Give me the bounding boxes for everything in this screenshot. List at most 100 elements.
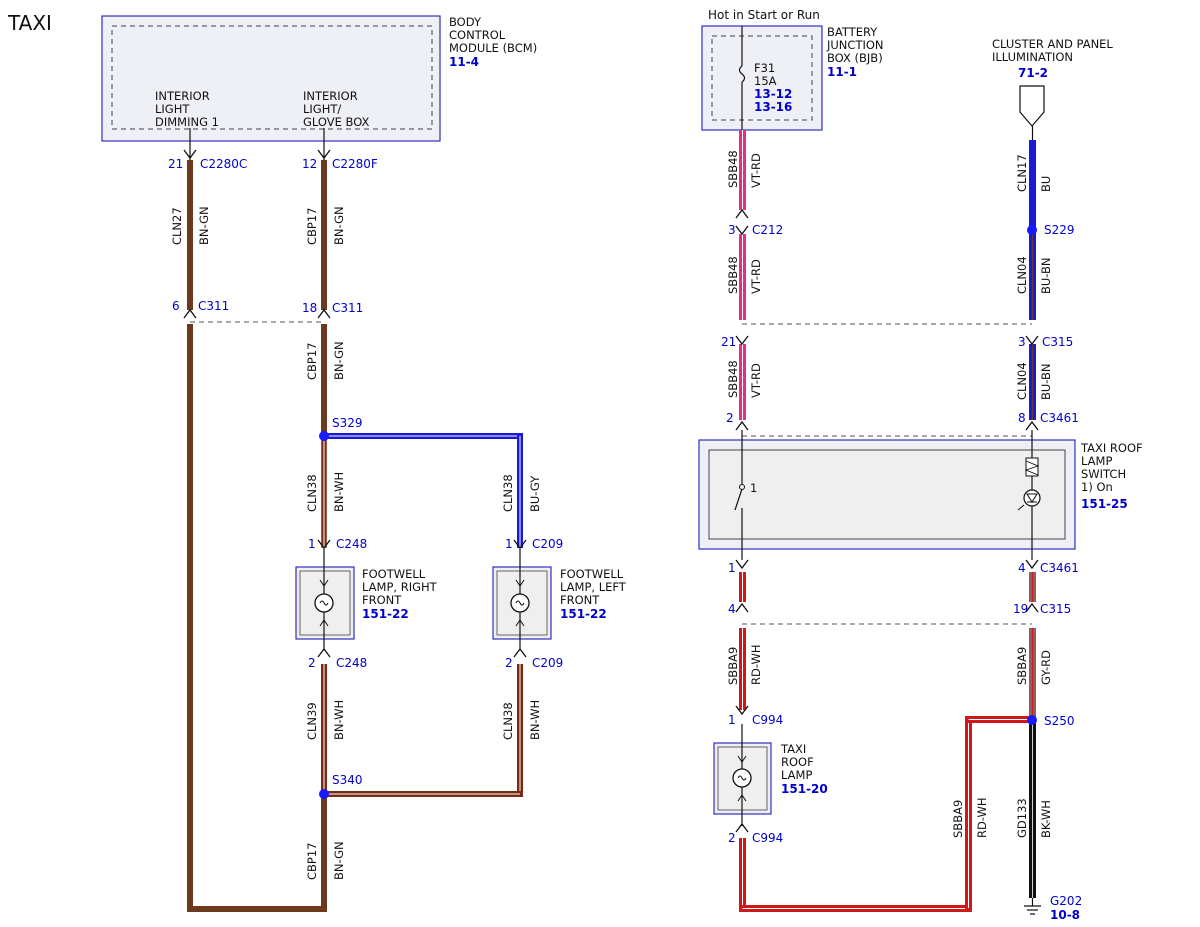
fw-left-label-3: FRONT [560, 593, 600, 607]
wire-label-w6-circuit: CLN39 [305, 702, 319, 740]
wire-label-w7-circuit: CLN38 [501, 702, 515, 740]
bcm-label-3: MODULE (BCM) [449, 41, 537, 55]
cluster-ref-link[interactable]: 71-2 [1018, 66, 1048, 80]
connector-c311-b: C311 [332, 301, 363, 315]
splice-s229-label: S229 [1044, 223, 1075, 237]
bcm-pin-a-label-2: LIGHT [155, 102, 190, 116]
right-wiring: S229 S250 [735, 126, 1075, 915]
wire-cbp17-middle[interactable] [321, 324, 327, 436]
splice-s329 [319, 431, 329, 441]
wire-label-w14-circuit: CLN04 [1015, 362, 1029, 400]
pin-c5: 1 [308, 537, 316, 551]
connector-c248-b: C248 [336, 656, 367, 670]
wire-label-w12-circuit: CLN17 [1015, 154, 1029, 192]
cluster-label-1: CLUSTER AND PANEL [992, 37, 1113, 51]
bcm-pin-b-label-1: INTERIOR [303, 89, 358, 103]
cluster-connector-icon [1019, 85, 1045, 127]
hot-label: Hot in Start or Run [708, 8, 820, 22]
wire-label-w7-color: BN-WH [528, 700, 542, 740]
switch-label-4: 1) On [1081, 480, 1113, 494]
bcm-ref-link[interactable]: 11-4 [449, 55, 479, 69]
pin-c19: 2 [728, 831, 736, 845]
wire-label-w5-circuit: CLN38 [501, 474, 515, 512]
splice-s340 [319, 789, 329, 799]
wire-cln17[interactable] [1029, 140, 1036, 230]
switch-position-label: 1 [750, 481, 757, 495]
splice-s329-label: S329 [332, 416, 363, 430]
wire-label-w16-circuit: SBBA9 [1015, 647, 1029, 685]
splice-s250-label: S250 [1044, 714, 1075, 728]
pin-c12: 3 [1018, 335, 1026, 349]
pin-c2: 12 [302, 157, 317, 171]
wire-label-w14-color: BU-BN [1039, 363, 1053, 400]
pin-c7: 2 [308, 656, 316, 670]
ground-name: G202 [1050, 894, 1082, 908]
taxi-roof-lamp[interactable] [713, 724, 772, 826]
switch-label-1: TAXI ROOF [1080, 441, 1143, 455]
wire-cbp17-return[interactable] [187, 324, 193, 912]
wire-label-w10-color: VT-RD [749, 259, 763, 294]
bjb-ref-link[interactable]: 11-1 [827, 65, 857, 79]
footwell-lamp-right[interactable] [295, 548, 355, 649]
footwell-lamp-left[interactable] [492, 548, 552, 649]
diagram-title: TAXI [7, 11, 52, 35]
wire-label-w9-color: VT-RD [749, 153, 763, 188]
pin-c11: 2 [726, 411, 734, 425]
pin-c13: 8 [1018, 411, 1026, 425]
wire-cbp17-upper[interactable] [321, 160, 327, 310]
wire-label-w8-color: BN-GN [332, 841, 346, 880]
wire-label-w12-color: BU [1039, 176, 1053, 192]
fw-right-label-2: LAMP, RIGHT [362, 580, 438, 594]
left-connector-labels: 21 C2280C 12 C2280F 6 C311 18 C311 1 C24… [168, 157, 563, 670]
fuse-ref-2[interactable]: 13-16 [754, 100, 792, 114]
roof-lamp-label-1: TAXI [780, 742, 806, 756]
connector-c315-a: C315 [1042, 335, 1073, 349]
bcm-pin-a-label-1: INTERIOR [155, 89, 210, 103]
wire-label-w15-circuit: SBBA9 [726, 647, 740, 685]
wire-label-w4-circuit: CLN38 [305, 474, 319, 512]
wire-cln27[interactable] [187, 160, 193, 310]
pin-c4: 18 [302, 301, 317, 315]
switch-ref-link[interactable]: 151-25 [1081, 497, 1128, 511]
fw-right-ref-link[interactable]: 151-22 [362, 607, 409, 621]
left-wire-labels: CLN27 BN-GN CBP17 BN-GN CBP17 BN-GN CLN3… [170, 206, 542, 880]
wire-label-w1-color: BN-GN [197, 206, 211, 245]
wire-label-w5-color: BU-GY [528, 475, 542, 512]
fw-left-label-2: LAMP, LEFT [560, 580, 627, 594]
pin-c1: 21 [168, 157, 183, 171]
wire-label-w3-circuit: CBP17 [305, 343, 319, 381]
ground-ref-link[interactable]: 10-8 [1050, 908, 1080, 922]
wire-label-w16-color: GY-RD [1039, 650, 1053, 685]
ground-icon [1024, 905, 1041, 915]
switch-label-2: LAMP [1081, 454, 1112, 468]
right-connector-labels: 3 C212 21 2 3 C315 8 C3461 1 4 C3461 4 1… [721, 223, 1079, 845]
pin-c3: 6 [172, 299, 180, 313]
wire-label-w2-circuit: CBP17 [305, 208, 319, 246]
wire-label-w2-color: BN-GN [332, 206, 346, 245]
fuse-name: F31 [754, 61, 775, 75]
roof-lamp-label-3: LAMP [781, 768, 812, 782]
connector-c2280c: C2280C [200, 157, 247, 171]
wire-label-w4-color: BN-WH [332, 472, 346, 512]
connector-c209-b: C209 [532, 656, 563, 670]
fw-left-ref-link[interactable]: 151-22 [560, 607, 607, 621]
bcm-label-2: CONTROL [449, 28, 506, 42]
fuse-ref-1[interactable]: 13-12 [754, 87, 792, 101]
cluster-label-2: ILLUMINATION [992, 50, 1073, 64]
pin-c18: 1 [728, 713, 736, 727]
taxi-roof-lamp-switch[interactable]: 1 [698, 430, 1076, 560]
wire-cbp17-lower[interactable] [321, 794, 327, 912]
bcm-module: BODY CONTROL MODULE (BCM) 11-4 INTERIOR … [101, 15, 537, 160]
pin-c15: 4 [1018, 561, 1026, 575]
bcm-label-1: BODY [449, 15, 482, 29]
roof-lamp-ref-link[interactable]: 151-20 [781, 782, 828, 796]
left-wiring: S329 S340 [183, 149, 527, 912]
wire-label-w11-color: VT-RD [749, 363, 763, 398]
bjb-label-1: BATTERY [827, 25, 878, 39]
pin-c14: 1 [728, 561, 736, 575]
fw-right-label-1: FOOTWELL [362, 567, 426, 581]
bcm-pin-b-label-3: GLOVE BOX [303, 115, 370, 129]
connector-c994-a: C994 [752, 713, 783, 727]
fuse-icon [738, 65, 746, 83]
